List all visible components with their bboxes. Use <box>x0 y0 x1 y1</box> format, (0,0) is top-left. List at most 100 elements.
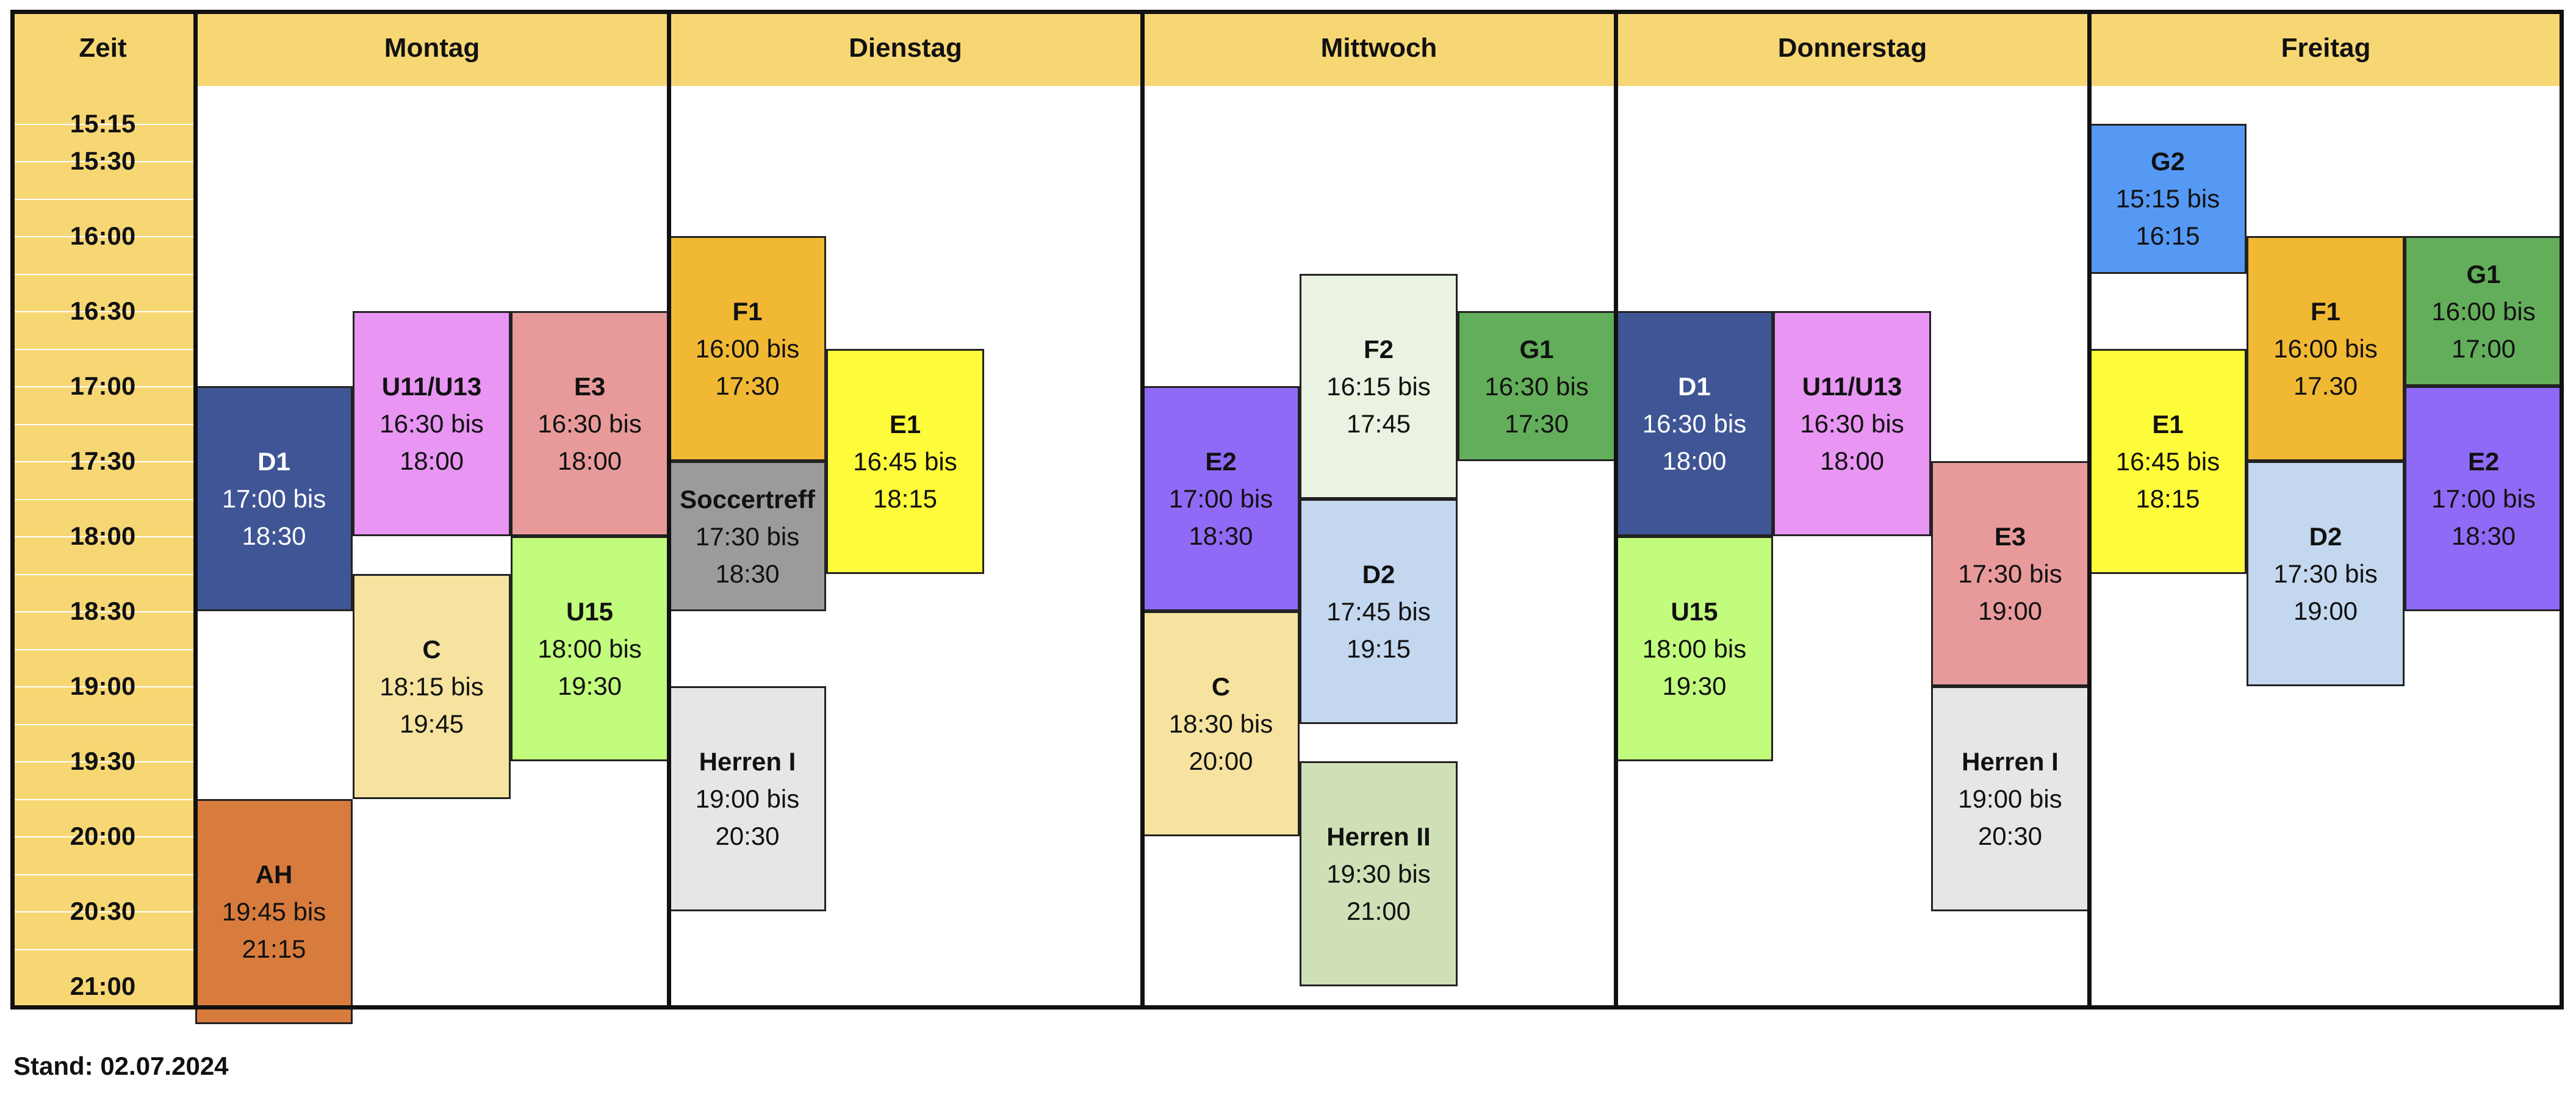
time-row-divider <box>10 836 195 837</box>
session-team: C <box>422 634 441 664</box>
time-row-divider <box>10 648 195 650</box>
time-label: 19:00 <box>70 672 136 700</box>
footer-stand: Stand: 02.07.2024 <box>13 1052 229 1080</box>
session-start: 17:00 bis <box>2431 484 2536 513</box>
session-start: 16:30 bis <box>1800 409 1904 438</box>
session-team: Soccertreff <box>680 484 815 514</box>
session-start: 19:45 bis <box>221 897 326 926</box>
session-end: 19:00 <box>1977 597 2043 625</box>
session-team: E2 <box>2467 447 2500 476</box>
time-row-divider <box>10 761 195 762</box>
session-team: Herren I <box>699 747 796 776</box>
time-label: 21:00 <box>70 972 136 1000</box>
time-row-divider <box>10 123 195 125</box>
time-row-divider <box>10 611 195 612</box>
session-start: 19:00 bis <box>1958 784 2062 813</box>
session-end: 21:15 <box>242 934 306 963</box>
session-end: 18:30 <box>2451 522 2516 550</box>
time-row-divider <box>10 536 195 537</box>
session-block: AH 19:45 bis 21:15 <box>195 798 353 1024</box>
time-row-divider <box>10 461 195 462</box>
session-end: 18:00 <box>1819 446 1885 475</box>
session-team: D1 <box>257 447 290 476</box>
session-team: U11/U13 <box>381 372 482 401</box>
session-team: E1 <box>889 409 921 439</box>
day-header-dienstag: Dienstag <box>669 10 1142 86</box>
time-row-divider <box>10 798 195 800</box>
session-team: D2 <box>2309 522 2342 551</box>
session-start: 16:30 bis <box>538 409 642 438</box>
session-start: 18:30 bis <box>1168 709 1273 738</box>
session-end: 19:30 <box>557 672 622 700</box>
session-start: 17:00 bis <box>221 484 326 513</box>
column-separator <box>667 10 671 1010</box>
time-label: 16:00 <box>70 221 136 250</box>
time-row-divider <box>10 723 195 725</box>
session-end: 19:15 <box>1346 634 1411 663</box>
session-end: 17:30 <box>1504 409 1569 438</box>
session-end: 17:45 <box>1346 409 1411 438</box>
session-end: 19:45 <box>399 709 464 738</box>
session-start: 19:30 bis <box>1326 859 1431 888</box>
session-start: 18:00 bis <box>538 634 642 663</box>
time-label: 15:30 <box>70 146 136 175</box>
time-label: 17:30 <box>70 446 136 475</box>
session-start: 16:15 bis <box>1326 371 1431 401</box>
time-row-divider <box>10 873 195 875</box>
time-row-divider <box>10 236 195 237</box>
session-block: F2 16:15 bis 17:45 <box>1300 273 1458 499</box>
time-label: 16:30 <box>70 296 136 325</box>
session-team: E3 <box>1994 522 2026 551</box>
session-end: 20:30 <box>1977 822 2043 850</box>
session-team: D2 <box>1362 559 1395 589</box>
session-team: E1 <box>2152 409 2184 439</box>
time-label: 15:15 <box>70 109 136 138</box>
session-block: E2 17:00 bis 18:30 <box>2405 386 2563 611</box>
session-end: 19:30 <box>1662 672 1727 700</box>
session-team: Herren II <box>1326 822 1431 851</box>
session-block: C 18:15 bis 19:45 <box>353 573 511 799</box>
day-header-mittwoch: Mittwoch <box>1142 10 1616 86</box>
time-label: 18:00 <box>70 522 136 550</box>
time-row-divider <box>10 498 195 500</box>
session-end: 20:00 <box>1189 747 1253 775</box>
schedule-grid: Zeit 15:15 15:30 16:00 16:30 17:00 17:30 18:00… <box>10 10 2564 1024</box>
day-header-freitag: Freitag <box>2089 10 2563 86</box>
session-end: 17:30 <box>715 371 780 400</box>
session-end: 18:30 <box>715 559 780 588</box>
session-block: E1 16:45 bis 18:15 <box>826 348 984 574</box>
session-end: 18:00 <box>399 446 464 475</box>
session-end: 18:15 <box>872 484 938 513</box>
session-start: 16:00 bis <box>2273 334 2378 363</box>
session-block: U15 18:00 bis 19:30 <box>511 536 669 761</box>
time-header: Zeit <box>10 10 195 86</box>
column-separator <box>1614 10 1618 1010</box>
session-team: AH <box>255 859 293 889</box>
session-start: 15:15 bis <box>2115 184 2220 213</box>
session-team: G2 <box>2150 147 2186 176</box>
session-team: U15 <box>566 597 614 626</box>
session-start: 16:45 bis <box>853 446 957 476</box>
session-team: G1 <box>2466 259 2501 289</box>
session-start: 18:15 bis <box>380 672 484 701</box>
time-row-divider <box>10 161 195 162</box>
session-team: F2 <box>1363 334 1394 364</box>
session-end: 20:30 <box>715 822 780 850</box>
session-team: F1 <box>2310 297 2340 326</box>
session-end: 17:00 <box>2451 334 2516 363</box>
time-row-divider <box>10 273 195 275</box>
time-row-divider <box>10 348 195 350</box>
